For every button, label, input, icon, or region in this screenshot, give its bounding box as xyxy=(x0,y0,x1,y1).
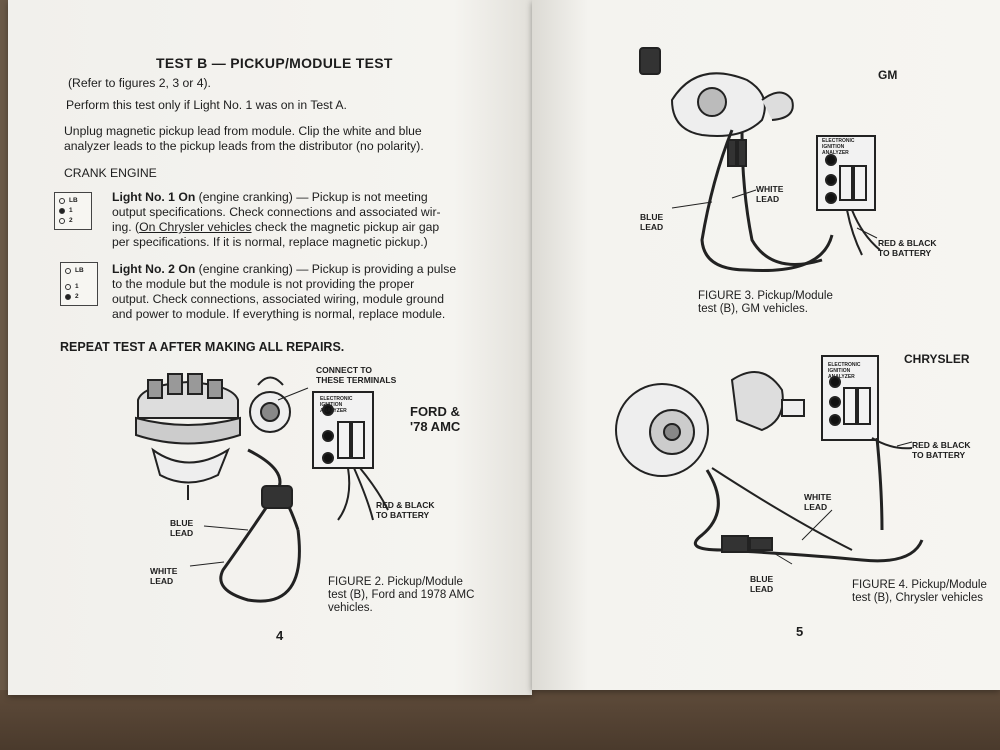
light-1-line-3-pre: ing. ( xyxy=(112,220,140,234)
figure-3-blue-2: LEAD xyxy=(640,222,664,232)
figure-2-caption-1: FIGURE 2. Pickup/Module xyxy=(328,576,463,588)
figure-2-blue-1: BLUE xyxy=(170,518,194,528)
right-page: GM ELECTRONIC I xyxy=(532,0,1000,690)
figure-4-battery-1: RED & BLACK xyxy=(912,440,971,450)
light-1-indicator-box: LB 1 2 xyxy=(54,192,92,230)
analyzer-label-3: ANALYZER xyxy=(822,150,849,156)
light-1-heading: Light No. 1 On xyxy=(112,190,196,204)
lamp-1-icon xyxy=(65,284,71,290)
lb-lamp-icon xyxy=(59,198,65,204)
figure-3-blue-1: BLUE xyxy=(640,212,664,222)
figure-3-brand: GM xyxy=(878,68,898,82)
analyzer-label-2: IGNITION xyxy=(320,402,343,408)
light-2-line-1: Light No. 2 On (engine cranking) — Picku… xyxy=(112,262,456,277)
light-1-line-3: ing. (On Chrysler vehicles check the mag… xyxy=(112,220,439,235)
analyzer-label-gm: ELECTRONIC IGNITION ANALYZER xyxy=(822,138,855,156)
light-1-line-3-post: check the magnetic pickup air gap xyxy=(251,220,440,234)
lb-label: LB xyxy=(75,267,84,274)
figure-4-white-1: WHITE xyxy=(804,492,832,502)
analyzer-label-1: ELECTRONIC xyxy=(320,396,353,402)
figure-2-white-2: LEAD xyxy=(150,576,174,586)
unplug-text-2: analyzer leads to the pickup leads from … xyxy=(64,139,424,153)
lamp-2-on-icon xyxy=(65,294,71,300)
light-1-line-1-rest: (engine cranking) — Pickup is not meetin… xyxy=(195,190,428,204)
chrysler-note: On Chrysler vehicles xyxy=(139,220,252,234)
analyzer-label-2: IGNITION xyxy=(828,368,851,374)
analyzer-label-2: IGNITION xyxy=(822,144,845,150)
perform-text: Perform this test only if Light No. 1 wa… xyxy=(66,98,347,112)
figure-2-brand-1: FORD & xyxy=(410,404,460,419)
figure-3-caption-1: FIGURE 3. Pickup/Module xyxy=(698,290,833,302)
figure-2-battery-1: RED & BLACK xyxy=(376,500,435,510)
lamp-2-label: 2 xyxy=(75,293,79,300)
figure-4-caption-2: test (B), Chrysler vehicles xyxy=(852,592,984,604)
figure-4-white-2: LEAD xyxy=(804,502,828,512)
light-2-indicator-box: LB 1 2 xyxy=(60,262,98,306)
figure-3-caption-2: test (B), GM vehicles. xyxy=(698,303,808,315)
connect-label-1: CONNECT TO xyxy=(316,365,373,375)
figure-4-brand: CHRYSLER xyxy=(904,352,970,366)
lb-lamp-icon xyxy=(65,268,71,274)
light-2-line-1-rest: (engine cranking) — Pickup is providing … xyxy=(195,262,457,276)
figure-4-caption-1: FIGURE 4. Pickup/Module xyxy=(852,579,987,591)
connect-label-2: THESE TERMINALS xyxy=(316,375,397,385)
figure-4-blue-2: LEAD xyxy=(750,584,774,594)
figure-4-blue-1: BLUE xyxy=(750,574,774,584)
figure-2-blue-2: LEAD xyxy=(170,528,194,538)
figure-2-caption-3: vehicles. xyxy=(328,602,373,614)
crank-heading: CRANK ENGINE xyxy=(64,166,157,180)
lamp-1-on-icon xyxy=(59,208,65,214)
figure-3-white-1: WHITE xyxy=(756,184,784,194)
analyzer-label-1: ELECTRONIC xyxy=(828,362,861,368)
page-number-right: 5 xyxy=(796,624,804,639)
unplug-text-1: Unplug magnetic pickup lead from module.… xyxy=(64,124,422,138)
table-surface xyxy=(0,690,1000,750)
light-2-line-3: output. Check connections, associated wi… xyxy=(112,292,444,306)
refer-text: (Refer to figures 2, 3 or 4). xyxy=(68,76,211,90)
left-page: TEST B — PICKUP/MODULE TEST (Refer to fi… xyxy=(8,0,532,695)
analyzer-label-3: ANALYZER xyxy=(320,408,347,414)
lamp-1-label: 1 xyxy=(69,207,73,214)
analyzer-label: ELECTRONIC IGNITION ANALYZER xyxy=(320,396,353,414)
lamp-2-icon xyxy=(59,218,65,224)
figure-3-illustration xyxy=(639,47,881,273)
light-1-line-4: per specifications. If it is normal, rep… xyxy=(112,235,428,249)
repeat-instruction: REPEAT TEST A AFTER MAKING ALL REPAIRS. xyxy=(60,340,345,354)
figure-4-illustration xyxy=(615,355,924,565)
figure-2-caption-2: test (B), Ford and 1978 AMC xyxy=(328,589,475,601)
figure-3-battery-1: RED & BLACK xyxy=(878,238,937,248)
analyzer-label-1: ELECTRONIC xyxy=(822,138,855,144)
light-1-line-1: Light No. 1 On (engine cranking) — Picku… xyxy=(112,190,428,205)
figure-2-white-1: WHITE xyxy=(150,566,178,576)
page-title: TEST B — PICKUP/MODULE TEST xyxy=(156,55,393,71)
figure-3-battery-2: TO BATTERY xyxy=(878,248,932,258)
light-1-line-2: output specifications. Check connections… xyxy=(112,205,441,219)
figure-2-brand-2: '78 AMC xyxy=(410,419,461,434)
figure-4-battery-2: TO BATTERY xyxy=(912,450,966,460)
light-2-line-4: and power to module. If everything is no… xyxy=(112,307,446,321)
lamp-1-label: 1 xyxy=(75,283,79,290)
lamp-2-label: 2 xyxy=(69,217,73,224)
page-number-left: 4 xyxy=(276,628,284,643)
figure-2-battery-2: TO BATTERY xyxy=(376,510,430,520)
light-2-heading: Light No. 2 On xyxy=(112,262,196,276)
analyzer-label-chrysler: ELECTRONIC IGNITION ANALYZER xyxy=(828,362,861,380)
lb-label: LB xyxy=(69,197,78,204)
figure-2-illustration xyxy=(135,373,389,603)
analyzer-label-3: ANALYZER xyxy=(828,374,855,380)
figure-3-white-2: LEAD xyxy=(756,194,780,204)
light-2-line-2: to the module but the module is not prov… xyxy=(112,277,415,291)
